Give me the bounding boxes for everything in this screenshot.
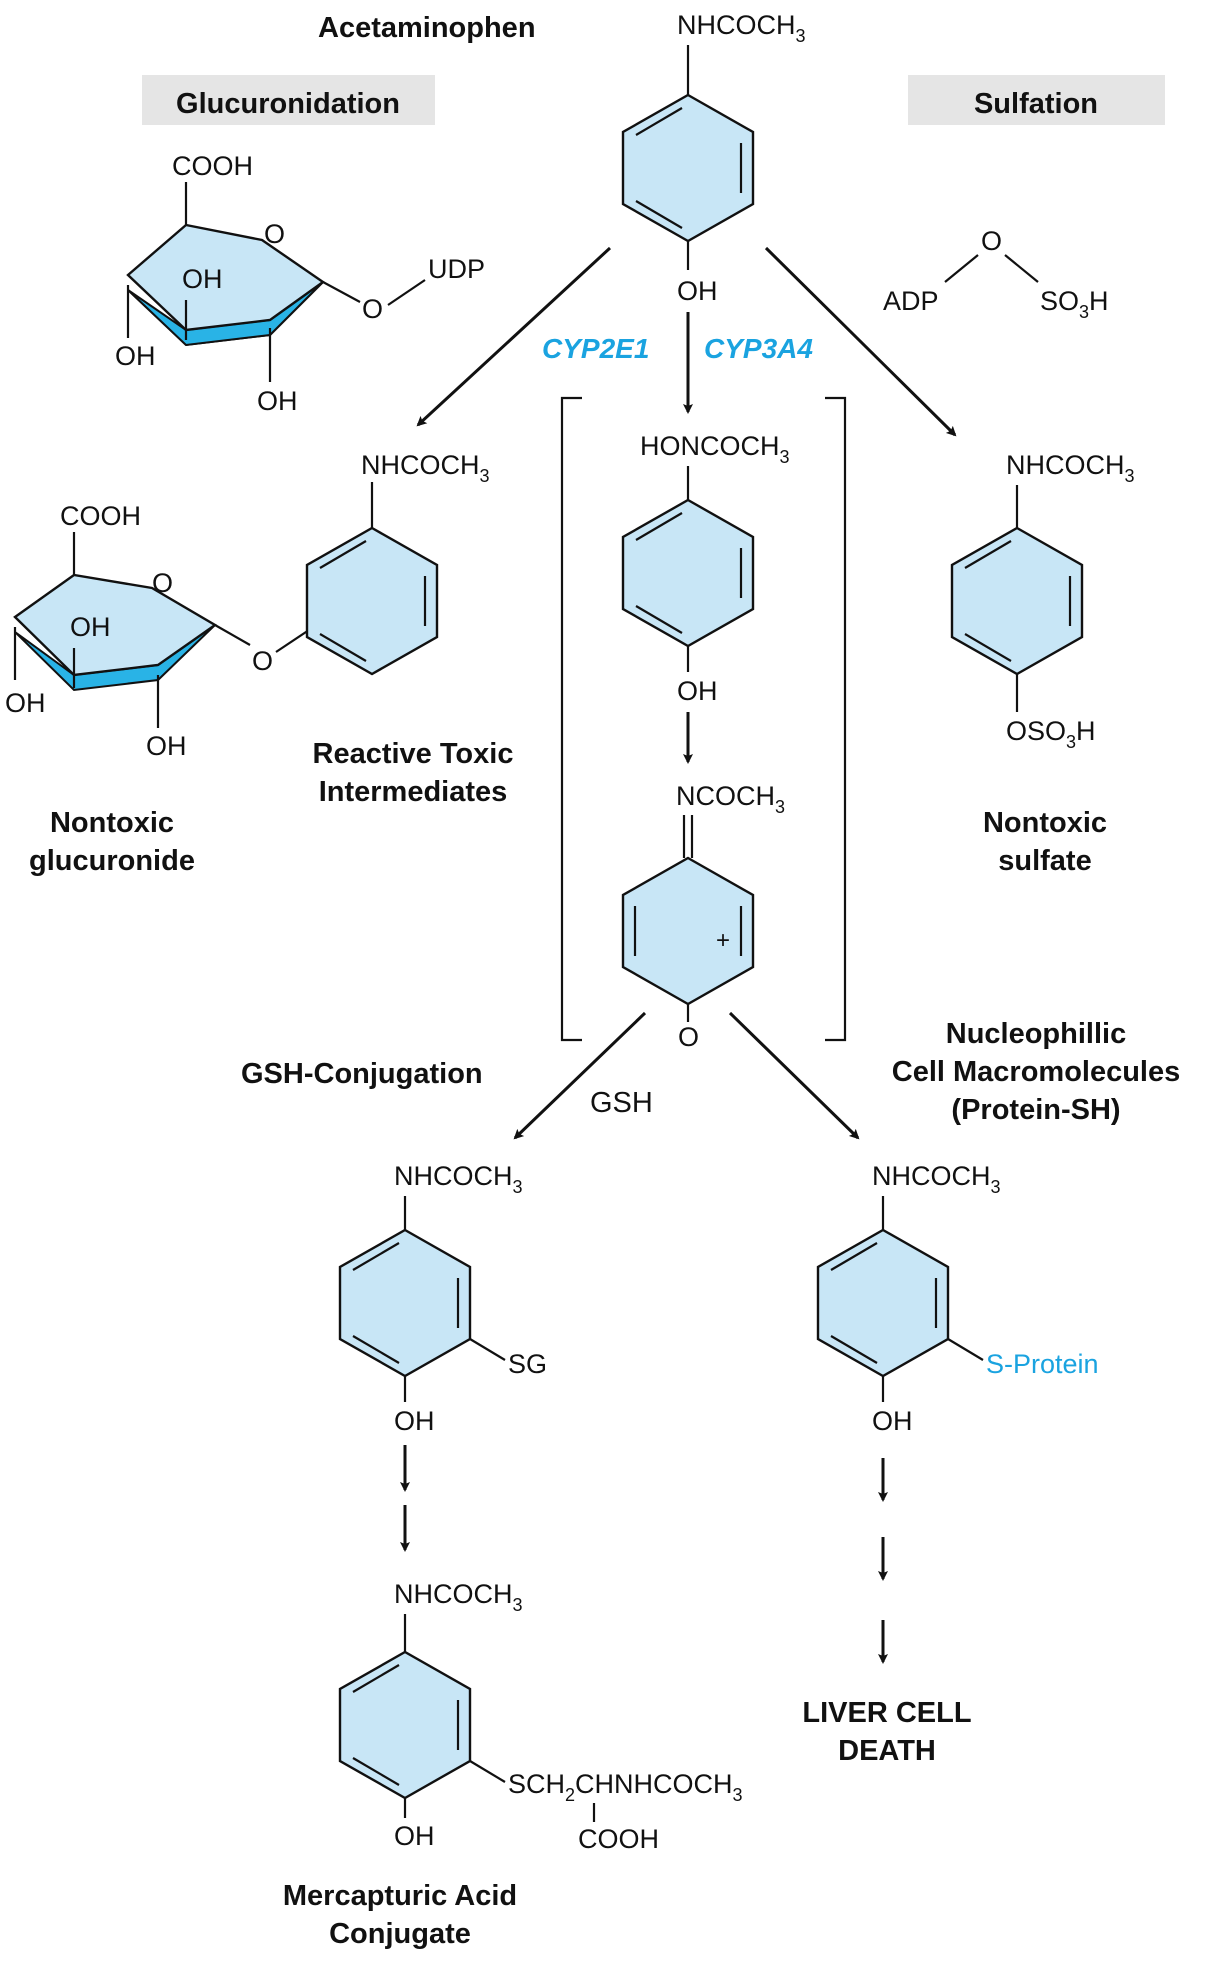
svg-text:NHCOCH3: NHCOCH3 [677, 10, 806, 46]
arrow-to-protein-adduct [728, 1011, 860, 1140]
protein-adduct-molecule: NHCOCH3 S-Protein OH [816, 1161, 1099, 1436]
napqi-molecule: NCOCH3 + O [621, 781, 785, 1052]
gsh-label: GSH [590, 1087, 653, 1119]
nontoxic-sulfate-label-2: sulfate [998, 845, 1091, 877]
svg-text:NHCOCH3: NHCOCH3 [394, 1161, 523, 1197]
arrow-to-sulfation [764, 246, 957, 437]
svg-text:OH: OH [182, 264, 223, 294]
n-hydroxy-intermediate: HONCOCH3 OH [621, 431, 790, 706]
svg-text:SO3H: SO3H [1040, 286, 1109, 322]
svg-text:ADP: ADP [883, 286, 939, 316]
svg-text:NCOCH3: NCOCH3 [676, 781, 785, 817]
svg-text:OH: OH [872, 1406, 913, 1436]
svg-text:OH: OH [677, 676, 718, 706]
svg-text:HONCOCH3: HONCOCH3 [640, 431, 790, 467]
svg-text:NHCOCH3: NHCOCH3 [872, 1161, 1001, 1197]
glucuronidation-header-box [142, 75, 435, 125]
svg-text:OH: OH [70, 612, 111, 642]
svg-text:SCH2CHNHCOCH3: SCH2CHNHCOCH3 [508, 1769, 743, 1805]
gsh-conjugate-molecule: NHCOCH3 SG OH [338, 1161, 547, 1436]
nontoxic-glucuronide-label-2: glucuronide [29, 845, 195, 877]
gsh-conjugation-label: GSH-Conjugation [241, 1058, 483, 1090]
nucleophillic-label-2: Cell Macromolecules [892, 1056, 1181, 1088]
svg-text:OH: OH [146, 731, 187, 761]
svg-text:OH: OH [115, 341, 156, 371]
svg-text:O: O [152, 568, 173, 598]
svg-text:O: O [678, 1022, 699, 1052]
svg-text:O: O [362, 294, 383, 324]
svg-text:OH: OH [677, 276, 718, 306]
sulfation-header-box [908, 75, 1165, 125]
paps-molecule: O ADP SO3H [883, 226, 1109, 322]
svg-text:+: + [716, 927, 730, 954]
svg-text:NHCOCH3: NHCOCH3 [1006, 450, 1135, 486]
svg-text:O: O [981, 226, 1002, 256]
acetaminophen-title: Acetaminophen [318, 12, 536, 44]
nucleophillic-label-3: (Protein-SH) [951, 1094, 1120, 1126]
svg-text:S-Protein: S-Protein [986, 1349, 1099, 1379]
svg-text:OH: OH [394, 1821, 435, 1851]
svg-text:COOH: COOH [578, 1824, 659, 1854]
svg-text:SG: SG [508, 1349, 547, 1379]
glucuronidation-header: Glucuronidation [176, 88, 400, 120]
mercapturic-acid-molecule: NHCOCH3 SCH2CHNHCOCH3 COOH OH [338, 1579, 743, 1854]
glucuronide-molecule: COOH O OH OH OH O NHCOCH3 [5, 450, 490, 761]
nontoxic-sulfate-label-1: Nontoxic [983, 807, 1107, 839]
svg-text:COOH: COOH [172, 151, 253, 181]
mercapturic-label-1: Mercapturic Acid [283, 1880, 517, 1912]
arrow-to-gsh-conjugate [513, 1011, 647, 1140]
sulfation-header: Sulfation [974, 88, 1098, 120]
cyp3a4-label: CYP3A4 [704, 333, 813, 364]
liver-death-label-2: DEATH [838, 1735, 936, 1767]
arrow-to-glucuronidation [416, 246, 612, 427]
left-bracket [560, 396, 582, 1042]
svg-text:COOH: COOH [60, 501, 141, 531]
svg-text:NHCOCH3: NHCOCH3 [361, 450, 490, 486]
svg-text:OH: OH [5, 688, 46, 718]
reactive-toxic-label-2: Intermediates [319, 776, 508, 808]
right-bracket [825, 396, 847, 1042]
svg-text:O: O [252, 646, 273, 676]
svg-text:OH: OH [394, 1406, 435, 1436]
acetaminophen-molecule: NHCOCH3 OH [621, 10, 806, 306]
svg-text:UDP: UDP [428, 254, 485, 284]
nucleophillic-label-1: Nucleophillic [946, 1018, 1126, 1050]
cyp2e1-label: CYP2E1 [542, 333, 649, 364]
reactive-toxic-label-1: Reactive Toxic [313, 738, 514, 770]
nontoxic-glucuronide-label-1: Nontoxic [50, 807, 174, 839]
svg-text:OH: OH [257, 386, 298, 416]
sulfate-molecule: NHCOCH3 OSO3H [950, 450, 1135, 752]
svg-text:OSO3H: OSO3H [1006, 716, 1096, 752]
svg-text:NHCOCH3: NHCOCH3 [394, 1579, 523, 1615]
udp-glucuronic-acid-molecule: COOH O OH OH OH O UDP [115, 151, 485, 416]
mercapturic-label-2: Conjugate [329, 1918, 471, 1950]
liver-death-label-1: LIVER CELL [802, 1697, 971, 1729]
svg-text:O: O [264, 219, 285, 249]
